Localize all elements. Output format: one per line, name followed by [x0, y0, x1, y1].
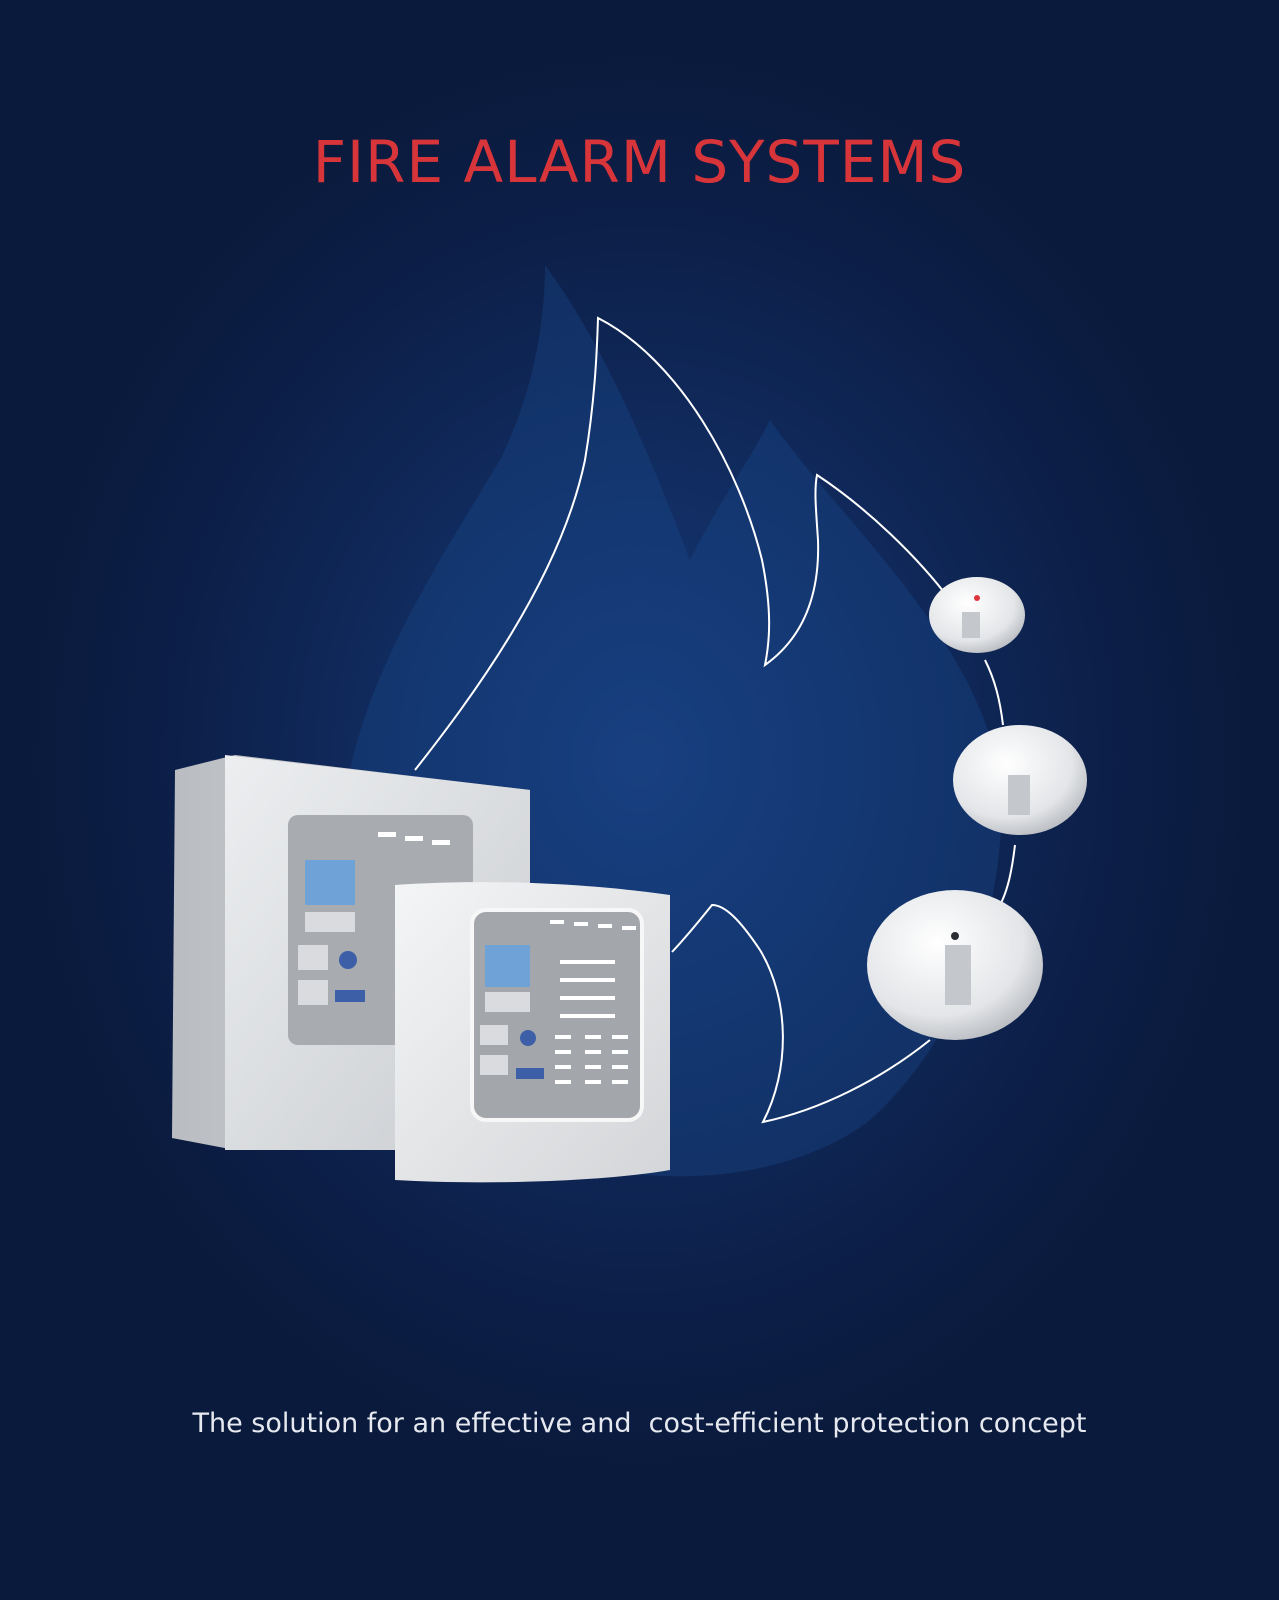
flame-outline-icon: [414, 316, 1016, 1124]
smoke-detector-icon: [867, 890, 1043, 1040]
smoke-detector-icon: [953, 725, 1087, 835]
page-title: FIRE ALARM SYSTEMS: [312, 128, 967, 196]
control-panel-small: [395, 882, 670, 1183]
tagline: The solution for an effective and cost-e…: [192, 1408, 1087, 1439]
smoke-detector-icon: [929, 577, 1025, 653]
